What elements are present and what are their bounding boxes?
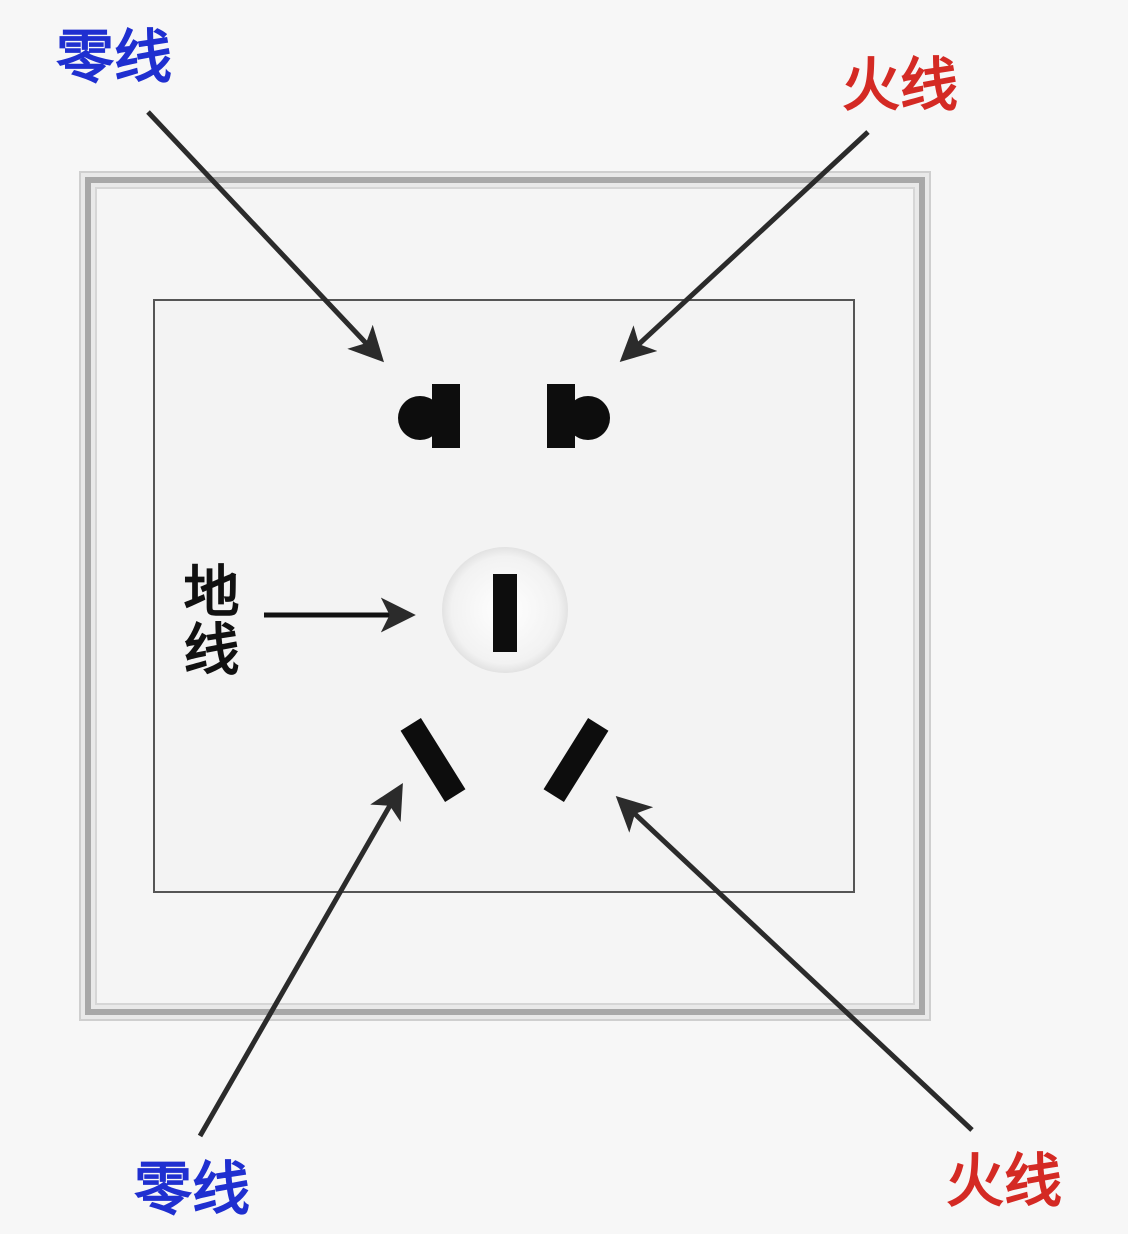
three-pin-neutral-slot xyxy=(400,718,466,802)
label-neutral-top: 零线 xyxy=(56,23,173,91)
label-live-top: 火线 xyxy=(842,51,959,119)
arrow-bottom-left xyxy=(197,782,403,1138)
two-pin-live-slot xyxy=(547,384,610,448)
label-ground: 地线 xyxy=(174,562,239,678)
arrow-top-right xyxy=(619,130,870,362)
label-neutral-bottom: 零线 xyxy=(134,1155,251,1223)
ground-slot xyxy=(442,547,568,673)
arrow-bottom-right xyxy=(615,796,974,1132)
three-pin-live-slot xyxy=(543,718,609,802)
label-live-bottom: 火线 xyxy=(946,1147,1063,1215)
two-pin-neutral-slot xyxy=(398,384,460,448)
arrow-top-left xyxy=(146,110,385,363)
